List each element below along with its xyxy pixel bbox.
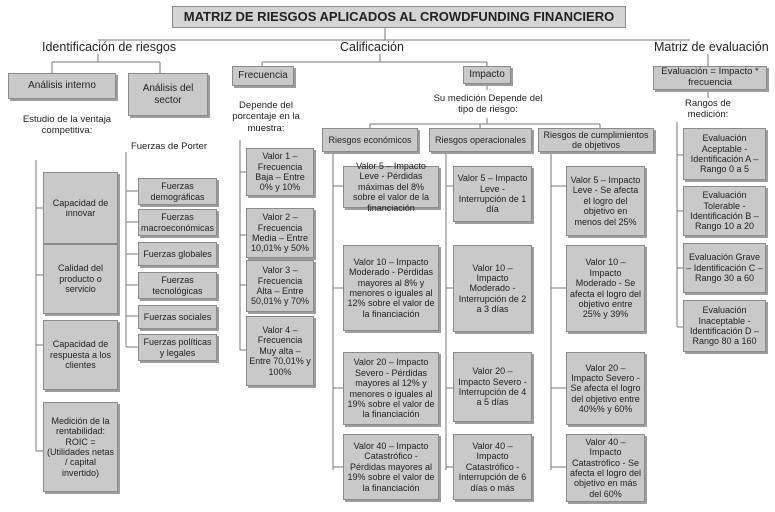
box-frecuencia: Frecuencia (232, 66, 294, 86)
label-su-medicion: Su medición Depende del tipo de riesgo: (433, 93, 543, 116)
label-fuerzas-porter: Fuerzas de Porter (130, 141, 208, 152)
box-analisis-interno: Análisis interno (8, 73, 116, 99)
box-capacidad-innovar: Capacidad de innovar (43, 172, 118, 244)
box-cumplimiento-severo: Valor 20 – Impacto Severo - Se afecta el… (566, 352, 645, 425)
box-cumplimiento-catastrofico: Valor 40 – Impacto Catastrófico - Se afe… (566, 434, 645, 502)
box-evaluacion-formula: Evaluación = Impacto * frecuencia (653, 66, 767, 90)
box-capacidad-respuesta: Capacidad de respuesta a los clientes (43, 320, 118, 390)
box-frecuencia-media: Valor 2 – Frecuencia Media – Entre 10,01… (246, 208, 314, 258)
box-fuerzas-politicas: Fuerzas políticas y legales (138, 334, 217, 361)
box-evaluacion-inaceptable: Evaluación Inaceptable - Identificación … (683, 300, 766, 352)
heading-matriz: Matriz de evaluación (654, 40, 769, 54)
box-fuerzas-macroeconomicas: Fuerzas macroeconómicas (138, 209, 217, 236)
heading-identificacion: Identificación de riesgos (42, 40, 177, 54)
box-operacional-leve: Valor 5 – Impacto Leve - Interrupción de… (453, 166, 532, 222)
diagram-title: MATRIZ DE RIESGOS APLICADOS AL CROWDFUND… (172, 6, 626, 28)
box-fuerzas-sociales: Fuerzas sociales (138, 305, 217, 329)
box-frecuencia-muy-alta: Valor 4 – Frecuencia Muy alta – Entre 70… (246, 316, 314, 386)
label-depende-porcentaje: Depende del porcentaje en la muestra: (232, 100, 300, 134)
box-riesgos-economicos: Riesgos económicos (322, 128, 418, 152)
box-frecuencia-alta: Valor 3 – Frecuencia Alta – Entre 50,01%… (246, 260, 314, 312)
box-operacional-catastrofico: Valor 40 – Impacto Catastrófico - Interr… (453, 434, 532, 500)
box-evaluacion-aceptable: Evaluación Aceptable - Identificación A … (683, 128, 766, 180)
box-riesgos-operacionales: Riesgos operacionales (429, 128, 532, 152)
box-evaluacion-grave: Evaluación Grave – Identificación C – Ra… (683, 243, 766, 293)
box-calidad-producto: Calidad del producto o servicio (43, 244, 118, 314)
box-impacto: Impacto (463, 66, 511, 84)
box-fuerzas-demograficas: Fuerzas demográficas (138, 178, 217, 205)
box-cumplimiento-moderado: Valor 10 – Impacto Moderado - Se afecta … (566, 245, 645, 332)
box-fuerzas-tecnologicas: Fuerzas tecnológicas (138, 272, 217, 299)
box-economico-severo: Valor 20 – Impacto Severo - Pérdidas may… (343, 352, 439, 425)
box-operacional-moderado: Valor 10 – Impacto Moderado - Interrupci… (453, 245, 532, 332)
box-analisis-sector: Análisis del sector (128, 73, 208, 116)
box-frecuencia-baja: Valor 1 – Frecuencia Baja – Entre 0% y 1… (246, 148, 314, 196)
label-estudio-ventaja: Estudio de la ventaja competitiva: (22, 114, 112, 137)
box-operacional-severo: Valor 20 – Impacto Severo - Interrupción… (453, 352, 532, 422)
box-evaluacion-tolerable: Evaluación Tolerable - Identificación B … (683, 186, 766, 236)
box-economico-leve: Valor 5 – Impacto Leve - Pérdidas máxima… (343, 161, 439, 213)
box-economico-catastrofico: Valor 40 – Impacto Catastrófico - Pérdid… (343, 434, 439, 500)
box-fuerzas-globales: Fuerzas globales (138, 242, 217, 266)
box-riesgos-cumplimientos: Riesgos de cumplimientos de objetivos (538, 128, 654, 152)
box-cumplimiento-leve: Valor 5 – Impacto Leve - Se afecta el lo… (566, 166, 645, 236)
box-medicion-rentabilidad: Medición de la rentabilidad: ROIC = (Uti… (43, 402, 118, 492)
label-rangos-medicion: Rangos de medición: (685, 98, 731, 121)
heading-calificacion: Calificación (340, 40, 404, 54)
box-economico-moderado: Valor 10 – Impacto Moderado - Pérdidas m… (343, 245, 439, 331)
